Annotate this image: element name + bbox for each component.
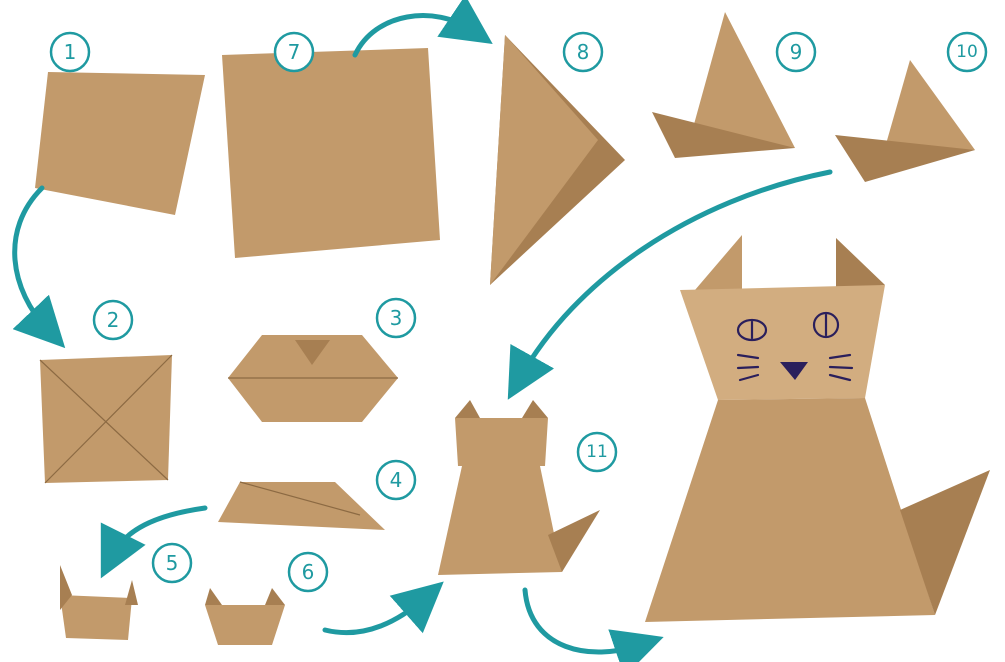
step-number-5: 5	[166, 551, 179, 575]
step-number-9: 9	[790, 40, 803, 64]
step-badge-9: 9	[777, 33, 815, 71]
step-badge-5: 5	[153, 544, 191, 582]
arrow-6-to-11	[325, 598, 425, 633]
step-8-triangle	[490, 35, 625, 285]
step-number-6: 6	[302, 560, 315, 584]
step-badge-6: 6	[289, 553, 327, 591]
step-6-fold	[205, 588, 285, 645]
step-1-square-paper	[35, 72, 205, 215]
step-badge-3: 3	[377, 299, 415, 337]
step-badge-8: 8	[564, 33, 602, 71]
step-badge-2: 2	[94, 301, 132, 339]
final-origami-cat	[645, 235, 990, 622]
step-11-small-cat	[438, 400, 600, 575]
step-badge-10: 10	[948, 33, 986, 71]
arrow-1-to-2	[15, 188, 48, 330]
step-10-fold	[835, 60, 975, 182]
step-7-square-paper	[222, 48, 440, 258]
step-number-2: 2	[107, 308, 120, 332]
step-2-creased-square	[40, 355, 172, 483]
step-3-hexagon	[228, 335, 398, 422]
step-number-1: 1	[64, 40, 77, 64]
step-number-7: 7	[288, 40, 301, 64]
arrow-11-to-final	[525, 590, 640, 652]
step-5-fold	[60, 565, 138, 640]
step-badge-4: 4	[377, 461, 415, 499]
step-9-fold	[652, 12, 795, 158]
step-4-trapezoid	[218, 482, 385, 530]
step-number-11: 11	[586, 442, 608, 462]
step-number-8: 8	[577, 40, 590, 64]
step-number-4: 4	[390, 468, 403, 492]
step-badge-7: 7	[275, 33, 313, 71]
step-number-10: 10	[956, 42, 978, 62]
step-badge-1: 1	[51, 33, 89, 71]
step-number-3: 3	[390, 306, 403, 330]
step-badge-11: 11	[578, 433, 616, 471]
